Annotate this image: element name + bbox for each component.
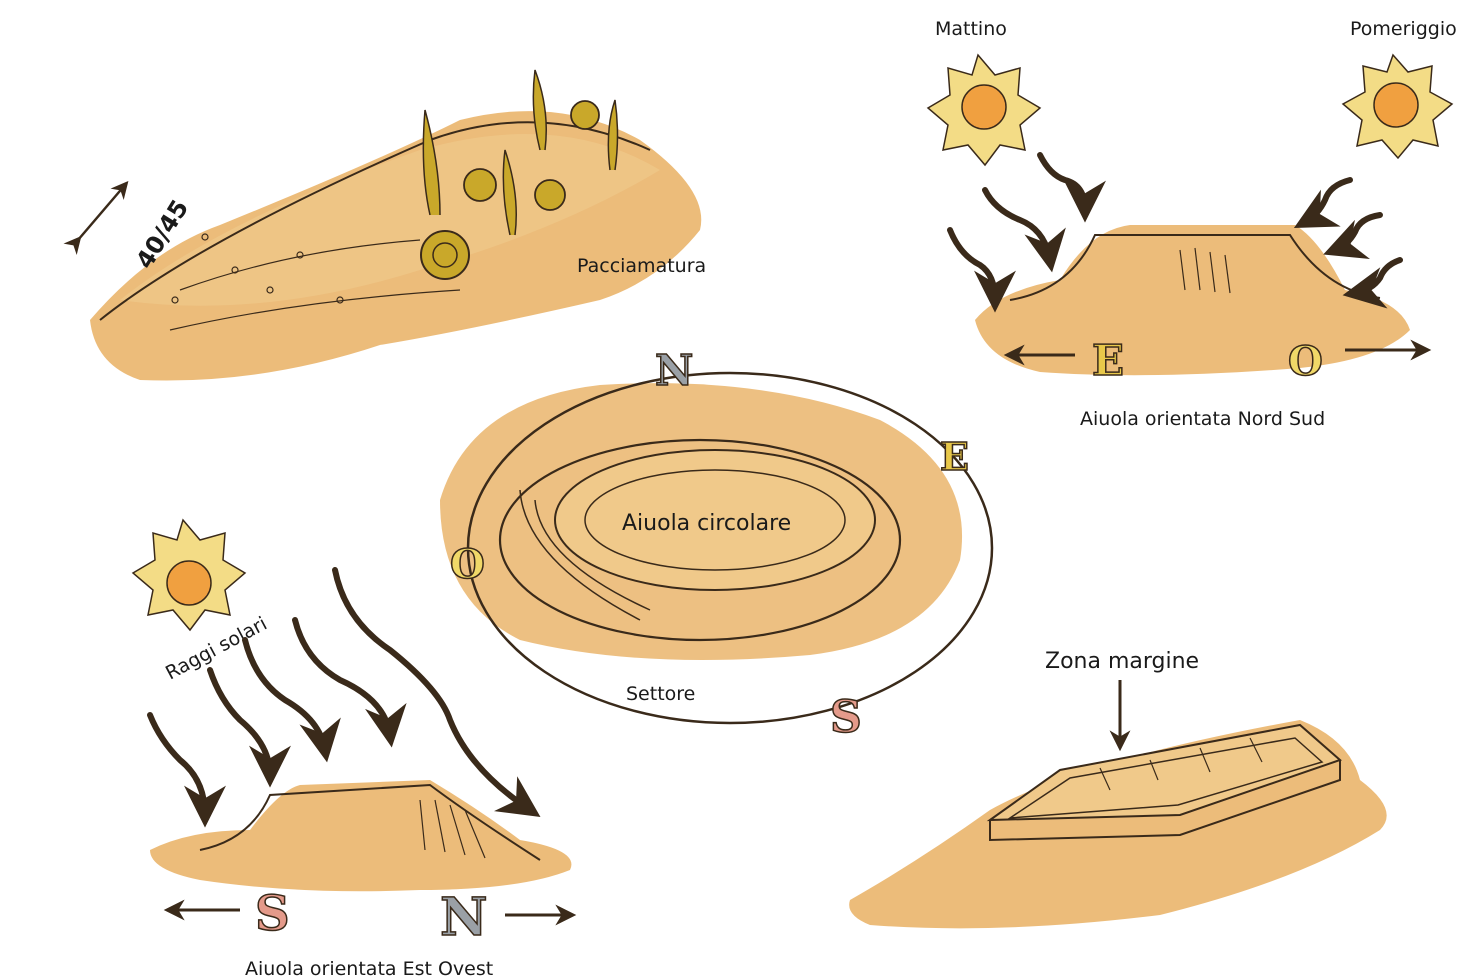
compass-south: S [830,692,862,743]
zona-margine-label: Zona margine [1045,649,1199,674]
compass-west: O [450,541,485,588]
aiuola-circolare-label: Aiuola circolare [622,511,791,536]
east-letter: E [1092,336,1124,385]
border-bed-illustration [849,720,1386,928]
est-ovest-caption: Aiuola orientata Est Ovest [245,958,493,980]
north-letter: N [440,887,488,948]
mulched-bed-illustration: 40/45 [78,70,701,381]
sun-morning-icon [928,55,1040,165]
sun-afternoon-icon [1343,55,1452,158]
west-letter: O [1288,338,1323,385]
raggi-solari-label: Raggi solari [162,613,271,685]
pacciamatura-label: Pacciamatura [577,255,706,277]
compass-east: E [940,434,969,479]
circular-bed-illustration [440,373,992,723]
south-letter: S [255,886,290,942]
nord-sud-caption: Aiuola orientata Nord Sud [1080,408,1325,430]
settore-label: Settore [626,683,695,705]
pomeriggio-label: Pomeriggio [1350,18,1457,40]
mattino-label: Mattino [935,18,1007,40]
compass-north: N [655,346,693,395]
sun-icon [133,520,245,630]
